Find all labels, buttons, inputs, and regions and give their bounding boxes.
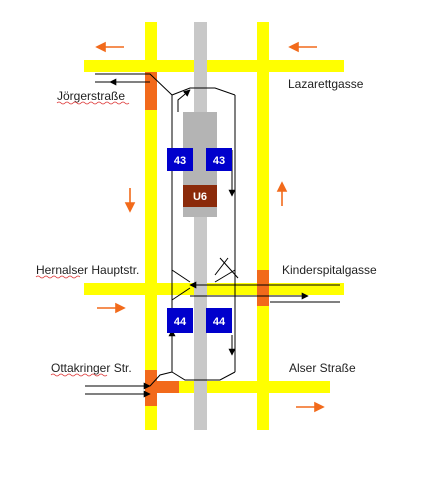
orange-arrow-icon (124, 188, 136, 213)
corner-ottakringer-2 (157, 381, 179, 393)
orange-arrow-icon (288, 41, 317, 53)
badge-u6-label: U6 (193, 191, 207, 203)
badge-44-left-label: 44 (174, 316, 187, 328)
street-lazarettgasse (84, 60, 344, 72)
track-top-connector (95, 73, 173, 96)
orange-arrow-icon (296, 401, 325, 413)
corner-kinderspital (257, 270, 269, 306)
track-mid-left-diag (171, 269, 191, 283)
orange-arrow-icon (97, 302, 126, 314)
badge-44-right-label: 44 (213, 316, 226, 328)
orange-arrows (95, 41, 325, 413)
track-top-bridge (171, 87, 236, 96)
badge-43-right: 43 (206, 148, 232, 171)
label-lazarettgasse: Lazarettgasse (288, 77, 364, 91)
corner-joerger (145, 72, 157, 110)
badge-44-right: 44 (206, 308, 232, 333)
badge-44-left: 44 (167, 308, 193, 333)
subway-track-u6 (194, 22, 207, 430)
badge-43-right-label: 43 (213, 155, 225, 167)
spellcheck-underlines (35, 101, 130, 377)
street-vertical-right (257, 22, 269, 430)
street-hernalser-kinderspital (84, 283, 344, 295)
label-joergerstrasse: Jörgerstraße (57, 89, 125, 103)
track-up-loop (177, 89, 191, 112)
track-ottakringer-turn (149, 371, 173, 387)
track-diag-cross (214, 257, 229, 276)
street-network (84, 22, 344, 430)
track-bottom-bridge (171, 371, 236, 381)
track-mid-diag-a (171, 287, 191, 301)
badge-43-left-label: 43 (174, 155, 186, 167)
badge-u6: U6 (183, 185, 217, 207)
track-mid-right-diag (214, 269, 236, 283)
street-vertical-left (145, 22, 157, 430)
label-alser: Alser Straße (289, 361, 356, 375)
label-hernalser: Hernalser Hauptstr. (36, 263, 139, 277)
orange-arrow-icon (95, 41, 124, 53)
orange-arrow-icon (276, 181, 288, 206)
tram-tracks (85, 73, 340, 398)
street-alser (145, 381, 330, 393)
corner-ottakringer (145, 370, 157, 406)
badge-43-left: 43 (167, 148, 193, 171)
track-mid-diag-b (219, 257, 239, 279)
label-ottakringer: Ottakringer Str. (51, 361, 132, 375)
corner-highlights (145, 72, 269, 406)
label-kinderspitalgasse: Kinderspitalgasse (282, 263, 377, 277)
